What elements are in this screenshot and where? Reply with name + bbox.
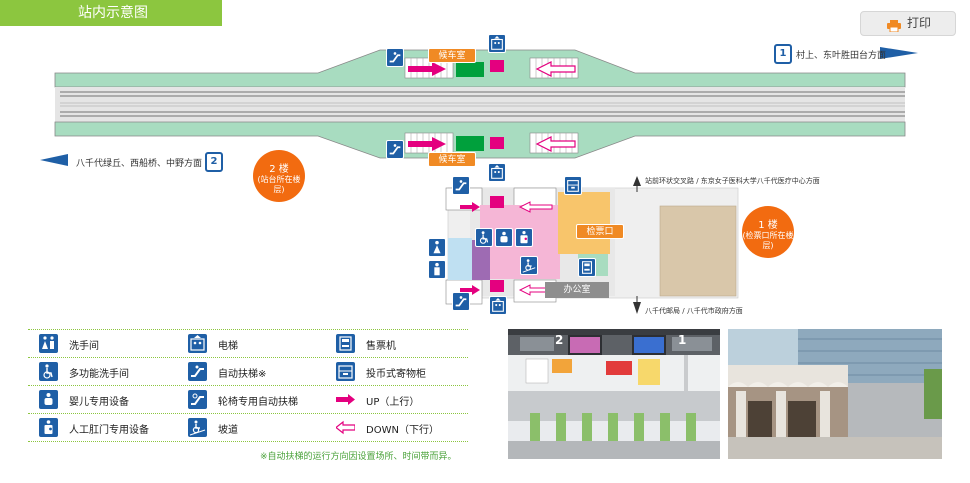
- floor-2-sub: (站台所在楼层): [257, 175, 301, 194]
- legend-label: 售票机: [366, 341, 396, 352]
- north-direction-label: 站前环状交叉路 / 东京女子医科大学八千代医疗中心方面: [645, 177, 820, 185]
- slope-icon: [520, 256, 538, 275]
- escalator-icon: [452, 176, 470, 195]
- legend-label: 婴儿专用设备: [69, 397, 129, 408]
- station-exterior-photo: [728, 329, 942, 459]
- south-exit-arrow: [633, 302, 641, 314]
- track-1-number: 1: [774, 44, 792, 64]
- legend-label: 人工肛门专用设备: [69, 425, 149, 436]
- ticket-gate-area: [558, 192, 610, 254]
- waiting-room-lower: [456, 136, 484, 151]
- ticket-gate-label: 检票口: [576, 224, 624, 239]
- legend-label: 自动扶梯※: [218, 369, 267, 380]
- down-arrow-icon: [336, 418, 355, 437]
- waiting-room-label-lower: 候车室: [428, 152, 476, 167]
- wheelchair-restroom-icon: [475, 228, 493, 247]
- elevator-icon: [489, 296, 507, 315]
- upper-direction-label: 村上、东叶胜田台方面: [796, 51, 887, 61]
- legend-label: 电梯: [218, 341, 238, 352]
- down-arrow-lower-right: [535, 136, 576, 152]
- coin-locker-icon: [336, 362, 355, 381]
- up-arrow-upper-left: [408, 62, 446, 76]
- floor-2-label: 2 楼: [269, 164, 289, 175]
- floor-1-label: 1 楼: [758, 220, 778, 231]
- legend-label: 轮椅专用自动扶梯: [218, 397, 298, 408]
- page-title: 站内示意图: [0, 0, 222, 26]
- restroom-icon: [428, 238, 446, 257]
- arrow-upper-direction: [880, 47, 918, 59]
- ticket-machine-icon: [578, 258, 596, 277]
- restroom-icon: [39, 334, 58, 353]
- slope-icon: [188, 418, 207, 437]
- north-exit-arrow: [633, 176, 641, 186]
- legend-label: 多功能洗手间: [69, 369, 129, 380]
- restroom-icon: [428, 260, 446, 279]
- up-arrow-concourse-bl: [460, 285, 480, 295]
- ticket-gate-photo: 2 1: [508, 329, 720, 459]
- restroom-area: [448, 238, 472, 280]
- print-label: 打印: [907, 16, 932, 30]
- legend-label: DOWN（下行）: [366, 425, 439, 436]
- legend-label: 洗手间: [69, 341, 99, 352]
- floor-1-sub: (检票口所在楼层): [742, 231, 794, 250]
- station-building: [659, 205, 737, 297]
- elevator-shaft-concourse-top: [490, 196, 504, 208]
- elevator-shaft-upper: [490, 60, 504, 72]
- wheelchair-restroom-icon: [39, 362, 58, 381]
- escalator-icon: [188, 362, 207, 381]
- legend-divider: [28, 413, 468, 414]
- escalator-icon: [386, 140, 404, 159]
- coin-locker-icon: [564, 176, 582, 195]
- baby-icon: [495, 228, 513, 247]
- escalator-icon: [386, 48, 404, 67]
- ostomate-icon: [515, 228, 533, 247]
- baby-icon: [39, 390, 58, 409]
- legend: 洗手间 电梯 售票机 多功能洗手间 自动扶梯※ 投币式寄物柜 婴儿专用设备: [28, 329, 468, 469]
- print-button[interactable]: 打印: [860, 11, 956, 36]
- down-arrow-concourse-tr: [518, 201, 553, 213]
- office-label: 办公室: [545, 282, 609, 298]
- down-arrow-upper-right: [535, 61, 576, 77]
- up-arrow-lower-left: [408, 137, 446, 151]
- south-direction-label: 八千代邮局 / 八千代市政府方面: [645, 307, 743, 315]
- elevator-shaft-concourse-bottom: [490, 280, 504, 292]
- legend-label: UP（上行）: [366, 397, 420, 408]
- up-arrow-concourse-tl: [460, 202, 480, 212]
- legend-divider: [28, 385, 468, 386]
- wheelchair-escalator-icon: [188, 390, 207, 409]
- ostomate-icon: [39, 418, 58, 437]
- legend-divider: [28, 357, 468, 358]
- elevator-icon: [488, 34, 506, 53]
- track-2-number: 2: [205, 152, 223, 172]
- lower-direction-label: 八千代绿丘、西船桥、中野方面: [76, 159, 203, 169]
- ticket-machine-icon: [336, 334, 355, 353]
- legend-label: 投币式寄物柜: [366, 369, 426, 380]
- elevator-icon: [488, 163, 506, 182]
- stair-band: [470, 240, 490, 280]
- arrow-lower-direction: [40, 154, 68, 166]
- floor-1-badge: 1 楼 (检票口所在楼层): [742, 206, 794, 258]
- legend-divider: [28, 441, 468, 442]
- platform-1-sign: 1: [678, 333, 687, 347]
- elevator-icon: [188, 334, 207, 353]
- elevator-shaft-lower: [490, 137, 504, 149]
- waiting-room-upper: [456, 62, 484, 77]
- up-arrow-icon: [336, 390, 355, 409]
- escalator-note: ※自动扶梯的运行方向因设置场所、时间带而异。: [260, 452, 457, 462]
- platform-2-sign: 2: [555, 333, 564, 347]
- wheelchair-escalator-icon: [452, 292, 470, 311]
- legend-label: 坡道: [218, 425, 238, 436]
- floor-2-badge: 2 楼 (站台所在楼层): [253, 150, 305, 202]
- waiting-room-label-upper: 候车室: [428, 48, 476, 63]
- station-map: [40, 47, 918, 314]
- legend-divider: [28, 329, 468, 330]
